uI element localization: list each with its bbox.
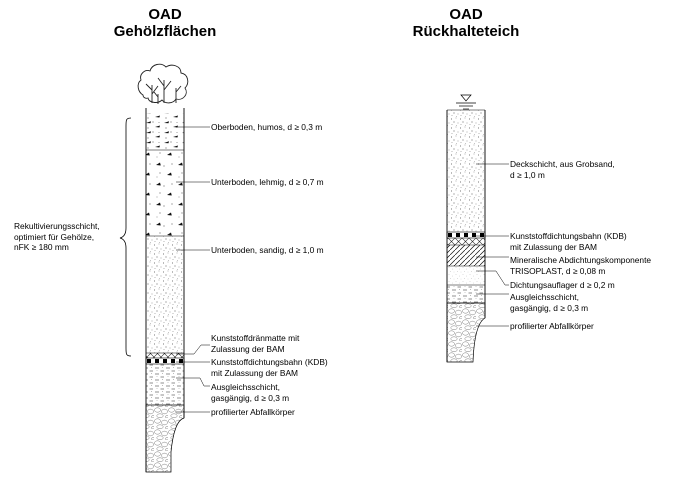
left-title: OAD Gehölzflächen xyxy=(100,6,230,40)
right-label-seal-bed: Dichtungsauflager d ≥ 0,2 m xyxy=(510,280,615,291)
label-line: Ausgleichsschicht, xyxy=(211,382,280,392)
right-layer-trisoplast-top xyxy=(447,238,485,245)
right-layer-seal-bed xyxy=(447,266,485,285)
label-line: TRISOPLAST, d ≥ 0,08 m xyxy=(510,265,606,276)
right-title-line1: OAD xyxy=(449,6,483,23)
left-label-sandy-subsoil: Unterboden, sandig, d ≥ 1,0 m xyxy=(211,245,324,256)
label-line: gasgängig, d ≥ 0,3 m xyxy=(211,392,290,403)
right-label-cover: Deckschicht, aus Grobsand, d ≥ 1,0 m xyxy=(510,159,615,180)
label-line: Dichtungsauflager d ≥ 0,2 m xyxy=(510,280,615,290)
right-layer-cover xyxy=(447,110,485,232)
right-label-leveling: Ausgleichsschicht, gasgängig, d ≥ 0,3 m xyxy=(510,292,588,313)
label-line: Kunststoffdichtungsbahn (KDB) xyxy=(510,231,627,241)
right-title: OAD Rückhalteteich xyxy=(396,6,536,40)
label-line: Kunststoffdränmatte mit xyxy=(211,333,300,343)
label-line: profilierter Abfallkörper xyxy=(211,407,295,417)
left-layer-sandy-subsoil xyxy=(146,236,184,353)
right-layer-trisoplast xyxy=(447,245,485,266)
bracket-label-line: Rekultivierungsschicht, xyxy=(14,221,100,231)
right-leader-lines xyxy=(476,163,509,327)
label-line: Ausgleichsschicht, xyxy=(510,292,579,302)
left-label-topsoil: Oberboden, humos, d ≥ 0,3 m xyxy=(211,122,322,133)
left-layer-loamy-subsoil xyxy=(146,150,184,236)
left-label-kdb: Kunststoffdichtungsbahn (KDB) mit Zulass… xyxy=(211,357,328,378)
left-label-leveling: Ausgleichsschicht, gasgängig, d ≥ 0,3 m xyxy=(211,382,289,403)
left-layer-drainage-mat xyxy=(146,353,184,358)
left-profile-column xyxy=(119,63,210,473)
left-label-loamy-subsoil: Unterboden, lehmig, d ≥ 0,7 m xyxy=(211,177,324,188)
left-layer-leveling xyxy=(146,364,184,405)
left-title-line2: Gehölzflächen xyxy=(113,23,217,40)
left-title-line1: OAD xyxy=(148,6,182,23)
label-line: Oberboden, humos, d ≥ 0,3 m xyxy=(211,122,323,132)
left-layer-topsoil xyxy=(146,113,184,150)
right-label-kdb: Kunststoffdichtungsbahn (KDB) mit Zulass… xyxy=(510,231,627,252)
water-level-icon xyxy=(456,94,476,110)
right-label-trisoplast: Mineralische Abdichtungskomponente TRISO… xyxy=(510,255,651,276)
label-line: Mineralische Abdichtungskomponente xyxy=(510,255,652,265)
right-layer-kdb xyxy=(446,231,486,239)
right-label-waste-body: profilierter Abfallkörper xyxy=(510,321,594,332)
label-line: gasgängig, d ≥ 0,3 m xyxy=(510,302,589,313)
label-line: Kunststoffdichtungsbahn (KDB) xyxy=(211,357,328,367)
tree-icon xyxy=(137,63,189,104)
right-layer-waste-body xyxy=(446,302,486,363)
label-line: profilierter Abfallkörper xyxy=(510,321,594,331)
label-line: Unterboden, sandig, d ≥ 1,0 m xyxy=(211,245,324,255)
left-layer-kdb xyxy=(145,357,185,365)
bracket-label: Rekultivierungsschicht, optimiert für Ge… xyxy=(14,221,100,253)
left-leader-lines xyxy=(176,126,210,413)
label-line: mit Zulassung der BAM xyxy=(211,367,299,378)
label-line: d ≥ 1,0 m xyxy=(510,169,545,180)
label-line: Zulassung der BAM xyxy=(211,343,285,354)
label-line: Deckschicht, aus Grobsand, xyxy=(510,159,615,169)
label-line: Unterboden, lehmig, d ≥ 0,7 m xyxy=(211,177,324,187)
label-line: mit Zulassung der BAM xyxy=(510,241,598,252)
right-title-line2: Rückhalteteich xyxy=(412,23,520,40)
left-label-waste-body: profilierter Abfallkörper xyxy=(211,407,295,418)
right-layer-leveling xyxy=(447,285,485,303)
bracket-label-line: nFK ≥ 180 mm xyxy=(14,242,69,253)
left-label-drainage-mat: Kunststoffdränmatte mit Zulassung der BA… xyxy=(211,333,299,354)
right-profile-column xyxy=(446,94,509,363)
left-layer-waste-body xyxy=(145,404,185,473)
left-bracket xyxy=(119,117,132,357)
bracket-label-line: optimiert für Gehölze, xyxy=(14,231,95,242)
